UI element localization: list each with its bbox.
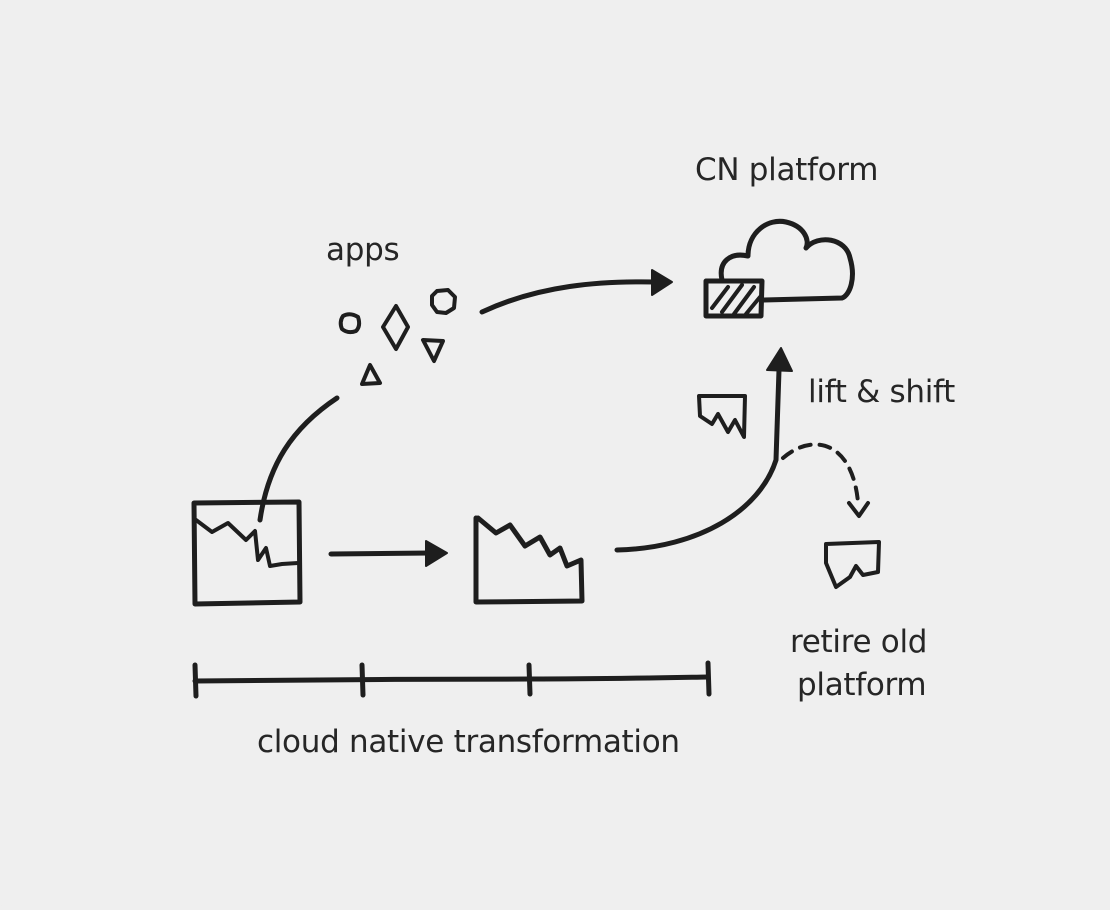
- evolve-arrow: [328, 540, 448, 567]
- inverted-triangle-app-icon: [421, 338, 445, 363]
- timeline-tick: [526, 662, 533, 697]
- retire-label-line1: retire old: [790, 624, 928, 660]
- timeline-tick: [192, 662, 199, 699]
- timeline: [192, 660, 712, 699]
- legacy-monolith-icon: [191, 499, 303, 607]
- apps-label: apps: [326, 232, 400, 268]
- octagon-app-icon: [430, 288, 457, 315]
- shrinking-monolith-icon: [473, 515, 585, 605]
- retire-arrow: [781, 442, 870, 518]
- triangle-app-icon: [360, 363, 382, 386]
- circle-app-icon: [338, 312, 362, 335]
- apps-cluster: [338, 288, 457, 386]
- retire-label-line2: platform: [797, 667, 927, 703]
- timeline-tick: [705, 660, 712, 697]
- shard-icon: [697, 394, 747, 439]
- diamond-app-icon: [381, 304, 410, 351]
- cloud-icon: [718, 218, 855, 303]
- lift-shift-label: lift & shift: [808, 374, 955, 410]
- timeline-tick: [359, 662, 366, 698]
- extract-apps-arrow: [257, 395, 340, 523]
- migrate-apps-arrow: [479, 269, 673, 315]
- cn-platform-label: CN platform: [695, 152, 879, 188]
- retired-platform-icon: [824, 540, 881, 589]
- container-icon: [703, 278, 765, 319]
- lift-and-shift-arrow: [614, 347, 793, 553]
- timeline-label: cloud native transformation: [257, 724, 680, 760]
